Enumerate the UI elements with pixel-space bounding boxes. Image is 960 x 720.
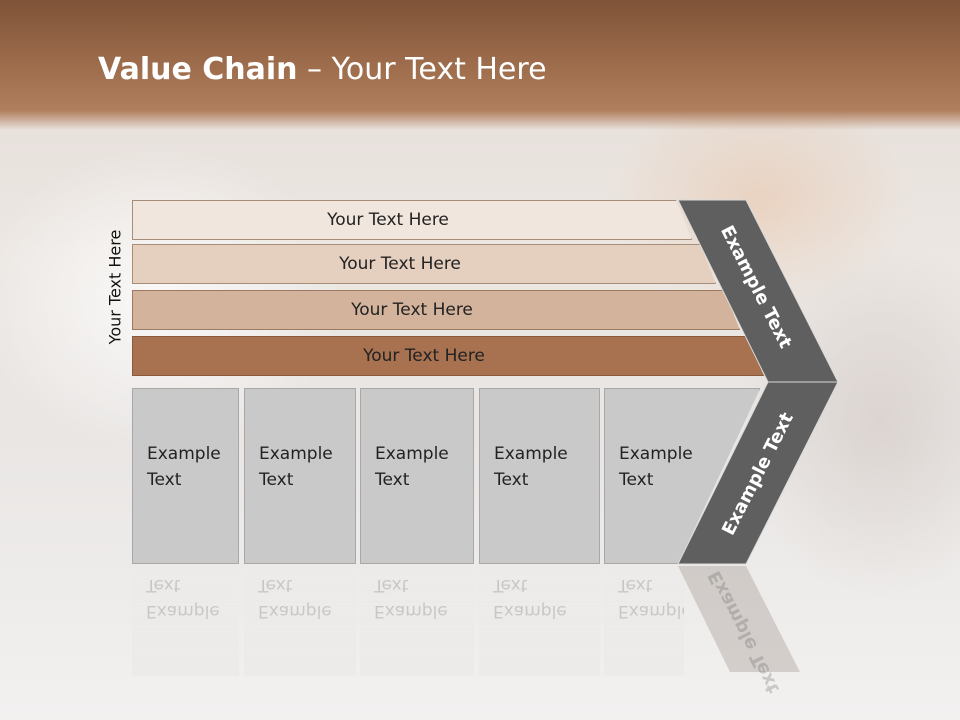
slide-title[interactable]: Value Chain – Your Text Here (98, 52, 547, 87)
box-line-2: Text (494, 470, 529, 490)
primary-box-1[interactable]: Example Text (132, 388, 239, 564)
support-bar-label: Your Text Here (351, 300, 473, 320)
box-line-2: Text (147, 470, 182, 490)
support-bar-label: Your Text Here (363, 346, 485, 366)
box-line-2: Text (619, 470, 654, 490)
support-bar-2[interactable]: Your Text Here (132, 244, 716, 284)
title-band (0, 0, 960, 130)
support-bar-3[interactable]: Your Text Here (132, 290, 740, 330)
chevron-lower-arm (677, 381, 839, 565)
title-bold: Value Chain (98, 52, 298, 87)
box-line-1: Example (494, 444, 568, 464)
box-line-1: Example (619, 444, 693, 464)
title-rest: – Your Text Here (297, 52, 547, 87)
support-bar-label: Your Text Here (339, 254, 461, 274)
box-line-2: Text (375, 470, 410, 490)
support-bar-4[interactable]: Your Text Here (132, 336, 764, 376)
box-line-2: Text (259, 470, 294, 490)
primary-box-2[interactable]: Example Text (244, 388, 356, 564)
box-line-1: Example (375, 444, 449, 464)
support-bar-label: Your Text Here (327, 210, 449, 230)
chevron-reflection (678, 566, 800, 672)
primary-box-4[interactable]: Example Text (479, 388, 600, 564)
primary-box-3[interactable]: Example Text (360, 388, 474, 564)
support-bar-1[interactable]: Your Text Here (132, 200, 692, 240)
box-line-1: Example (147, 444, 221, 464)
box-line-1: Example (259, 444, 333, 464)
